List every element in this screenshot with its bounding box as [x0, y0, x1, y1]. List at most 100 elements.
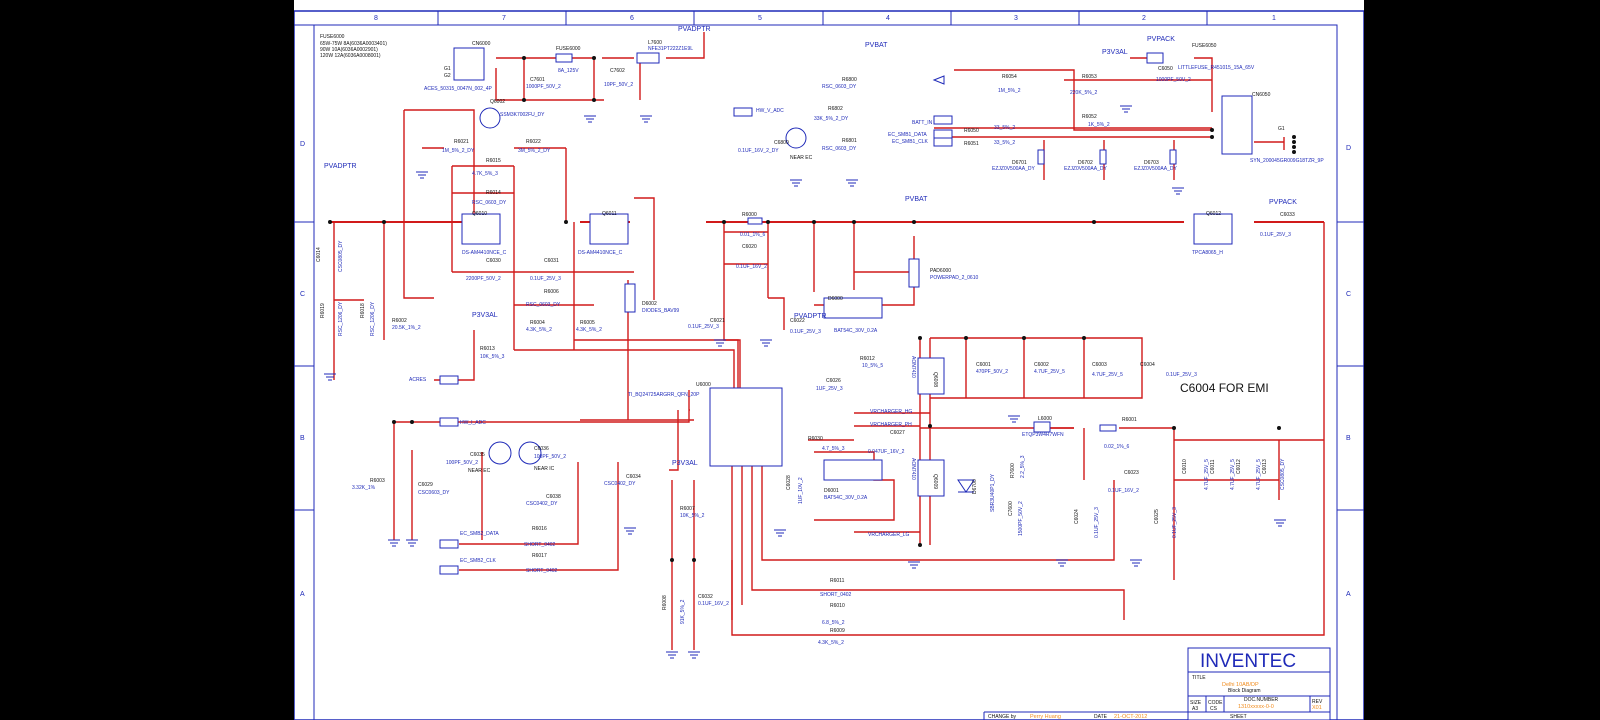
part-d6002: DIODES_BAV99: [642, 308, 679, 314]
ref-r6002: R6002: [392, 318, 407, 324]
val-r6051: 33_5%_2: [994, 140, 1015, 146]
ref-c6024: C6024: [1074, 509, 1080, 524]
row-label-b: B: [300, 435, 305, 442]
change-label: CHANGE by: [988, 714, 1017, 720]
note-near-ic: NEAR IC: [534, 466, 555, 472]
val-c6025: 0.1UF_25V_3: [1172, 507, 1178, 538]
row-label-a-right: A: [1346, 591, 1351, 598]
net-batt-in: BATT_IN: [912, 120, 933, 126]
net-g1: G1: [444, 66, 451, 72]
ref-c6031: C6031: [544, 258, 559, 264]
val-r6006: RSC_0603_DY: [526, 302, 561, 308]
val-r6005: 4.3K_5%_2: [576, 327, 602, 333]
val-r6017: SHORT_0402: [526, 568, 558, 574]
val-l7600: NFE31PT222Z1E9L: [648, 46, 693, 52]
ref-c6013: C6013: [1262, 459, 1268, 474]
ref-c6035: C6035: [470, 452, 485, 458]
ref-c6022: C6022: [790, 318, 805, 324]
val-r6011: SHORT_0402: [820, 592, 852, 598]
val-r6019: RSC_1206_DY: [338, 301, 344, 336]
connector-cn6000: [453, 47, 485, 81]
net-g2: G2: [444, 73, 451, 79]
offpage-acres: [439, 375, 459, 385]
ref-c6032: C6032: [698, 594, 713, 600]
val-r7600: 2.2_5%_3: [1020, 455, 1026, 478]
fuse-note-line-3: 90W 10A(6036A0002901): [320, 47, 378, 53]
ref-r6007: R6007: [680, 506, 695, 512]
offpage-hw-i-adc: [439, 417, 459, 427]
part-u6000: TI_BQ24725ARGRR_QFN_20P: [628, 392, 700, 398]
part-q6012: TPCA8065_H: [1192, 250, 1223, 256]
emi-note: C6004 FOR EMI: [1180, 381, 1269, 395]
offpage-ec-smb2-data: [439, 539, 459, 549]
ref-r6009: R6009: [830, 628, 845, 634]
val-r6002: 20.5K_1%_2: [392, 325, 421, 331]
val-c6035: 100PF_50V_2: [446, 460, 478, 466]
ref-q6009: Q6009: [932, 474, 938, 489]
val-c7600: 1500PF_50V_2: [1018, 501, 1024, 536]
code-label: CODE: [1208, 700, 1223, 706]
net-pvadptr-mid: PVADPTR: [794, 313, 827, 320]
val-r6018: RSC_1206_DY: [370, 301, 376, 336]
val-c6031: 0.1UF_25V_3: [530, 276, 561, 282]
ref-r6016: R6016: [532, 526, 547, 532]
val-c6032: 0.1UF_16V_2: [698, 601, 729, 607]
net-hw-i-adc: HW_I_ADC: [460, 420, 486, 426]
val-c6050: 1000PF_50V_2: [1156, 77, 1191, 83]
title-block: INVENTEC TITLE Delhi 10AB/DP Block Diagr…: [983, 647, 1331, 720]
net-ec-smb2-data: EC_SMB2_DATA: [460, 531, 499, 537]
net-ec-smb1-data: EC_SMB1_DATA: [888, 132, 927, 138]
schematic-diagram: 8 7 6 5 4 3 2 1 D C B A D C B A FUSE6000…: [294, 10, 1364, 720]
ref-r6003: R6003: [370, 478, 385, 484]
ref-r6800: R6800: [842, 77, 857, 83]
fuse-note: FUSE6000 65W-75W 8A(6036A0003401) 90W 10…: [320, 34, 387, 59]
ref-r6014: R6014: [486, 190, 501, 196]
val-r6004: 4.3K_5%_2: [526, 327, 552, 333]
doc-label: DOC.NUMBER: [1244, 697, 1279, 703]
ref-r6801: R6801: [842, 138, 857, 144]
ref-fuse6000: FUSE6000: [556, 46, 581, 52]
diode-d6001: [823, 459, 883, 481]
val-c6800: 0.1UF_16V_2_DY: [738, 148, 779, 154]
val-c6020: 0.1UF_16V_2: [736, 264, 767, 270]
val-c6021: 0.1UF_25V_3: [688, 324, 719, 330]
val-r6008: 91K_5%_2: [680, 599, 686, 624]
val-c6011: 4.7UF_25V_5: [1230, 459, 1236, 490]
company-name: INVENTEC: [1200, 651, 1296, 672]
mosfet-q6008: [917, 357, 945, 395]
net-pvadptr-left: PVADPTR: [324, 163, 357, 170]
val-r6050: 33_5%_2: [994, 125, 1015, 131]
val-r6053: 220K_5%_2: [1070, 90, 1097, 96]
ref-r6001: R6001: [1122, 417, 1137, 423]
ref-r6050: R6050: [964, 128, 979, 134]
ref-d6700: D6700: [972, 479, 978, 494]
row-label-c: C: [300, 291, 305, 298]
net-pvpack-top: PVPACK: [1147, 36, 1175, 43]
fuse-fuse6000: [555, 53, 573, 63]
val-r6012: 10_5%_5: [862, 363, 883, 369]
val-r6003: 3.32K_1%: [352, 485, 376, 491]
val-c6034: CSC0402_DY: [604, 481, 636, 487]
col-label-4: 4: [886, 15, 890, 22]
ref-c6050: C6050: [1158, 66, 1173, 72]
row-label-d-right: D: [1346, 145, 1351, 152]
val-c6036: 100PF_50V_2: [534, 454, 566, 460]
ref-d6702: D6702: [1078, 160, 1093, 166]
val-r6000: 0.01_1%_6: [740, 232, 766, 238]
offpage-hw-v-adc: [733, 107, 753, 117]
val-r6010: 6.8_5%_2: [822, 620, 845, 626]
ref-r6005: R6005: [580, 320, 595, 326]
ref-q6008: Q6008: [932, 372, 938, 387]
net-hw-v-adc: HW_V_ADC: [756, 108, 784, 114]
part-d6702: EZJZ0V500AA_DY: [1064, 166, 1107, 172]
net-vrcharger-lg: VRCHARGER_LG: [868, 532, 910, 538]
col-label-6: 6: [630, 15, 634, 22]
ref-c6026: C6026: [826, 378, 841, 384]
ref-q6002: Q6002: [490, 99, 505, 105]
symbols: [324, 47, 1286, 659]
tvs-d6703: [1169, 149, 1177, 165]
pad-pad6000: [908, 258, 920, 288]
part-q6008: AON7410: [910, 356, 916, 378]
val-c6002: 4.7UF_25V_5: [1034, 369, 1065, 375]
val-c6013: CSC0805_DY: [1280, 458, 1286, 490]
